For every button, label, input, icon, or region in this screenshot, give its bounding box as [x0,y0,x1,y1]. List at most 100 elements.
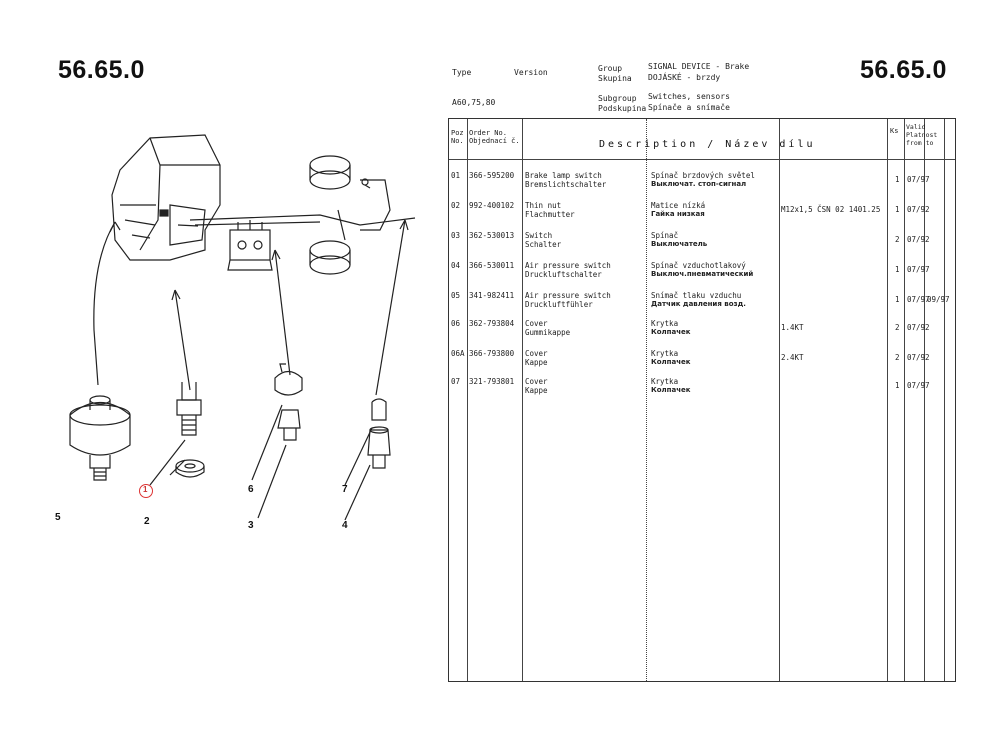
exploded-parts-illustration [69,134,416,521]
cell-valid: 07/97 [907,265,930,274]
callout-4: 4 [342,520,348,531]
cell-de: Kappe [525,358,548,367]
cell-ru: Гайка низкая [651,210,705,218]
description-header: Description / Název dílu [599,139,816,150]
cell-order: 321-793801 [469,377,515,386]
cell-order: 362-793804 [469,319,515,328]
cell-pos: 05 [451,291,461,300]
cell-cz: Krytka [651,349,679,358]
cell-qty: 1 [895,265,900,274]
cell-pos: 02 [451,201,461,210]
part-7-4-drawing [344,398,391,521]
part-5-drawing [69,395,131,481]
cell-valid: 07/92 [907,205,930,214]
col-qty-header: Ks [890,127,899,135]
cell-en: Air pressure switch [525,291,611,300]
cell-qty: 1 [895,205,900,214]
cell-en: Cover [525,377,548,386]
cell-order: 992-400102 [469,201,515,210]
subgroup-label: Subgroup [598,94,637,103]
cell-pos: 03 [451,231,461,240]
cell-de: Gummikappe [525,328,571,337]
cell-pos: 06A [451,349,465,358]
cell-de: Schalter [525,240,562,249]
cell-cz: Snímač tlaku vzduchu [651,291,742,300]
cell-pos: 04 [451,261,461,270]
callout-7: 7 [342,484,348,495]
cell-ru: Колпачек [651,386,691,394]
callout-6: 6 [248,484,254,495]
group-label: Group [598,64,623,73]
cell-de: Druckluftschalter [525,270,602,279]
rear-wheels-drawing [309,155,391,275]
cell-valid: 07/97 [907,175,930,184]
callout-2: 2 [144,516,150,527]
col-order-header: Order No.Objednací č. [469,129,520,145]
cell-order: 366-595200 [469,171,515,180]
callout-1: 1 [143,485,148,494]
cell-ru: Колпачек [651,358,691,366]
cell-de: Druckluftfühler [525,300,593,309]
cell-qty: 1 [895,381,900,390]
page-number-right: 56.65.0 [860,56,947,84]
cell-ru: Колпачек [651,328,691,336]
cell-order: 366-793800 [469,349,515,358]
cell-order: 341-982411 [469,291,515,300]
cell-de: Kappe [525,386,548,395]
version-label: Version [514,68,548,77]
cell-cz: Krytka [651,319,679,328]
cell-note: M12x1,5 ČSN 02 1401.25 [781,205,881,214]
cell-de: Bremslichtschalter [525,180,607,189]
cell-cz: Spínač vzduchotlakový [651,261,746,270]
subgroup-value-cz: Spínače a snímače [648,103,730,112]
type-label: Type [452,68,472,77]
cell-en: Brake lamp switch [525,171,602,180]
cell-valid: 07/97 [907,381,930,390]
cell-de: Flachmutter [525,210,575,219]
callout-5: 5 [55,512,61,523]
cell-pos: 07 [451,377,461,386]
group-value-cz: DOJÁSKÉ - brzdy [648,73,721,82]
cell-note: 2.4KT [781,353,804,362]
page-number-left: 56.65.0 [58,56,145,84]
callout-1-circle [139,484,153,498]
cell-qty: 2 [895,235,900,244]
truck-cab-drawing [111,134,221,261]
cell-qty: 2 [895,323,900,332]
cell-cz: Krytka [651,377,679,386]
cell-ru: Выключатель [651,240,708,248]
cell-valid: 07/92 [907,323,930,332]
cell-qty: 1 [895,175,900,184]
cell-pos: 06 [451,319,461,328]
cell-order: 366-530011 [469,261,515,270]
cell-en: Thin nut [525,201,562,210]
callout-3: 3 [248,520,254,531]
cell-qty: 2 [895,353,900,362]
cell-qty: 1 [895,295,900,304]
cell-valid: 07/92 [907,353,930,362]
cell-cz: Spínač [651,231,679,240]
part-1-2-drawing [149,382,205,486]
cell-ru: Датчик давления возд. [651,300,746,308]
cell-cz: Spínač brzdových světel [651,171,755,180]
cell-order: 362-530013 [469,231,515,240]
cell-en: Cover [525,319,548,328]
cell-ru: Выключат. стоп-сигнал [651,180,747,188]
cell-to: 09/97 [927,295,950,304]
cell-valid: 07/92 [907,235,930,244]
cell-ru: Выключ.пневматический [651,270,754,278]
group-value: SIGNAL DEVICE - Brake [648,62,750,71]
cell-valid: 07/97 [907,295,930,304]
cell-note: 1.4KT [781,323,804,332]
cell-cz: Matice nízká [651,201,706,210]
cell-en: Switch [525,231,553,240]
cell-en: Cover [525,349,548,358]
subgroup-value: Switches, sensors [648,92,730,101]
group-label-cz: Skupina [598,74,632,83]
subgroup-label-cz: Podskupina [598,104,647,113]
cell-pos: 01 [451,171,461,180]
type-value: A60,75,80 [452,98,496,107]
